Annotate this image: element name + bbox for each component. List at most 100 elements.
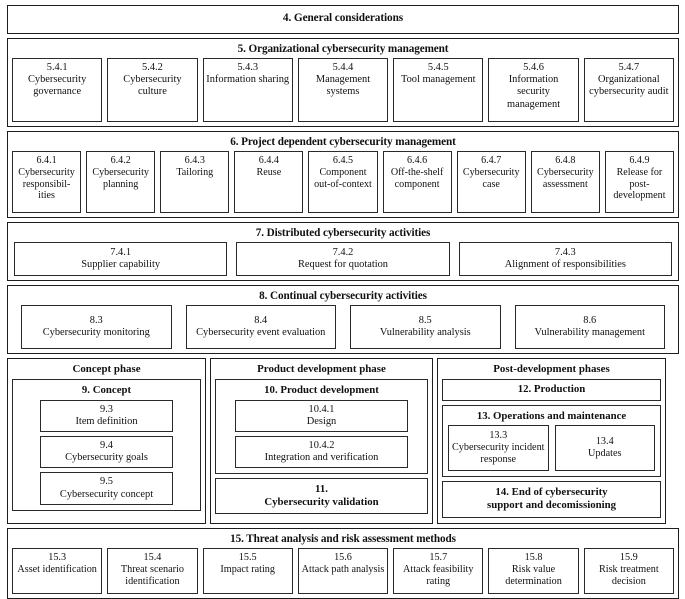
lifecycle-diagram: 4. General considerations 5. Organizatio… xyxy=(7,5,679,599)
box-label: Information security management xyxy=(507,74,561,110)
box-label: Risk value determination xyxy=(505,564,562,587)
box-number: 5.4.3 xyxy=(237,62,259,73)
box-number: 11. xyxy=(315,483,328,496)
phase-post-title: Post-development phases xyxy=(493,363,610,375)
box-8-4: 8.4 Cybersecurity event evaluation xyxy=(185,305,336,349)
box-15-4: 15.4 Threat scenario identification xyxy=(107,548,198,594)
group-9-title: 9. Concept xyxy=(81,384,132,396)
box-6-4-4: 6.4.4 Reuse xyxy=(234,151,304,213)
box-label: Request for quotation xyxy=(297,259,389,270)
box-number: 6.4.3 xyxy=(184,155,205,166)
lifecycle-phases-band: Concept phase 9. Concept 9.3 Item defini… xyxy=(7,358,679,524)
box-9-4: 9.4 Cybersecurity goals xyxy=(40,435,173,469)
box-number: 6.4.1 xyxy=(36,155,57,166)
group-13-operations-and-maintenance: 13. Operations and maintenance 13.3 Cybe… xyxy=(442,404,661,477)
box-number: 8.3 xyxy=(89,314,103,326)
box-label: Tool management xyxy=(400,74,476,86)
box-number: 15.7 xyxy=(429,552,448,563)
phase-post-development: Post-development phases 12. Production 1… xyxy=(437,358,666,524)
box-13-4: 13.4 Updates xyxy=(554,425,655,471)
box-15-3: 15.3 Asset identification xyxy=(12,548,103,594)
box-label-line2: support and decomissioning xyxy=(487,499,616,511)
box-label: Cybersecurity governance xyxy=(27,74,87,98)
box-number: 5.4.5 xyxy=(427,62,449,73)
section-15-title: 15. Threat analysis and risk assessment … xyxy=(230,533,456,545)
box-5-4-3: 5.4.3 Information sharing xyxy=(202,58,293,122)
box-label: Cybersecurity goals xyxy=(65,452,148,464)
box-6-4-5: 6.4.5 Component out-of-context xyxy=(308,151,378,213)
box-number: 10.4.2 xyxy=(308,439,335,451)
box-number: 6.4.7 xyxy=(481,155,502,166)
box-label: Tailoring xyxy=(176,166,214,178)
phase-concept: Concept phase 9. Concept 9.3 Item defini… xyxy=(7,358,206,524)
box-number: 15.6 xyxy=(334,552,352,563)
box-11-cybersecurity-validation: 11. Cybersecurity validation xyxy=(215,478,428,515)
box-number: 15.3 xyxy=(48,552,67,563)
box-number: 9.5 xyxy=(100,476,113,488)
group-13-box-row: 13.3 Cybersecurity incident response 13.… xyxy=(448,425,655,471)
box-15-7: 15.7 Attack feasibility rating xyxy=(393,548,484,594)
section-6-project-dependent-cybersecurity-management: 6. Project dependent cybersecurity manag… xyxy=(7,131,679,218)
box-10-4-1: 10.4.1 Design xyxy=(235,399,408,432)
box-label: Cybersecurity planning xyxy=(92,166,149,190)
box-5-4-4: 5.4.4 Management systems xyxy=(297,58,389,122)
box-15-5: 15.5 Impact rating xyxy=(202,548,293,594)
box-6-4-7: 6.4.7 Cybersecurity case xyxy=(456,151,526,213)
box-9-3: 9.3 Item definition xyxy=(40,399,173,432)
box-7-4-2: 7.4.2 Request for quotation xyxy=(236,242,450,276)
section-8-box-row: 8.3 Cybersecurity monitoring 8.4 Cyberse… xyxy=(12,305,674,349)
box-label: Cybersecurity responsibil-ities xyxy=(18,166,75,202)
group-10-box-stack: 10.4.1 Design 10.4.2 Integration and ver… xyxy=(221,399,422,469)
box-number: 15.4 xyxy=(143,552,162,563)
box-number: 15.5 xyxy=(238,552,257,563)
box-number: 15.9 xyxy=(619,552,638,563)
box-number: 7.4.3 xyxy=(554,246,576,258)
box-15-6: 15.6 Attack path analysis xyxy=(297,548,389,594)
box-6-4-8: 6.4.8 Cybersecurity assessment xyxy=(530,151,600,213)
section-7-distributed-cybersecurity-activities: 7. Distributed cybersecurity activities … xyxy=(7,222,679,281)
box-15-8: 15.8 Risk value determination xyxy=(488,548,579,594)
box-8-6: 8.6 Vulnerability management xyxy=(514,305,665,349)
phase-product-development: Product development phase 10. Product de… xyxy=(210,358,433,524)
box-13-3: 13.3 Cybersecurity incident response xyxy=(448,425,549,471)
box-label: Vulnerability management xyxy=(534,327,645,338)
section-4-general-considerations: 4. General considerations xyxy=(7,5,679,34)
section-15-threat-analysis-and-risk-assessment-methods: 15. Threat analysis and risk assessment … xyxy=(7,528,679,599)
box-number: 5.4.4 xyxy=(332,62,354,73)
group-9-concept: 9. Concept 9.3 Item definition 9.4 Cyber… xyxy=(12,379,201,511)
box-label: Risk treatment decision xyxy=(598,564,659,587)
box-5-4-1: 5.4.1 Cybersecurity governance xyxy=(12,58,103,122)
box-number: 15.8 xyxy=(524,552,543,563)
group-10-product-development: 10. Product development 10.4.1 Design 10… xyxy=(215,379,428,475)
box-label: Off-the-shelf component xyxy=(390,166,444,190)
box-5-4-7: 5.4.7 Organizational cybersecurity audit xyxy=(583,58,674,122)
group-13-title: 13. Operations and maintenance xyxy=(476,409,627,422)
box-12-production: 12. Production xyxy=(442,379,661,401)
box-number: 5.4.1 xyxy=(46,62,68,73)
box-label: Alignment of responsibilities xyxy=(504,259,626,270)
section-8-title: 8. Continual cybersecurity activities xyxy=(259,290,427,302)
box-label: Cybersecurity assessment xyxy=(537,166,594,190)
section-4-title: 4. General considerations xyxy=(282,12,404,24)
group-10-title: 10. Product development xyxy=(264,384,379,396)
box-label: Updates xyxy=(588,448,622,459)
box-label: Cybersecurity monitoring xyxy=(42,327,150,338)
box-number: 10.4.1 xyxy=(308,403,335,415)
box-label: Cybersecurity culture xyxy=(123,74,182,98)
box-number: 5.4.6 xyxy=(523,62,544,73)
box-6-4-1: 6.4.1 Cybersecurity responsibil-ities xyxy=(12,151,82,213)
box-number: 6.4.5 xyxy=(332,155,354,166)
box-8-5: 8.5 Vulnerability analysis xyxy=(350,305,501,349)
box-label: Integration and verification xyxy=(264,452,379,464)
box-label: Impact rating xyxy=(220,564,275,575)
box-label: Cybersecurity event evaluation xyxy=(196,327,326,338)
section-8-continual-cybersecurity-activities: 8. Continual cybersecurity activities 8.… xyxy=(7,285,679,354)
box-6-4-6: 6.4.6 Off-the-shelf component xyxy=(382,151,452,213)
section-5-title: 5. Organizational cybersecurity manageme… xyxy=(237,43,449,55)
box-label: Cybersecurity concept xyxy=(59,488,154,500)
box-label: Information sharing xyxy=(206,74,290,86)
box-5-4-6: 5.4.6 Information security management xyxy=(488,58,579,122)
box-9-5: 9.5 Cybersecurity concept xyxy=(40,472,173,505)
section-5-organizational-cybersecurity-management: 5. Organizational cybersecurity manageme… xyxy=(7,38,679,127)
box-label: Asset identification xyxy=(17,564,97,575)
